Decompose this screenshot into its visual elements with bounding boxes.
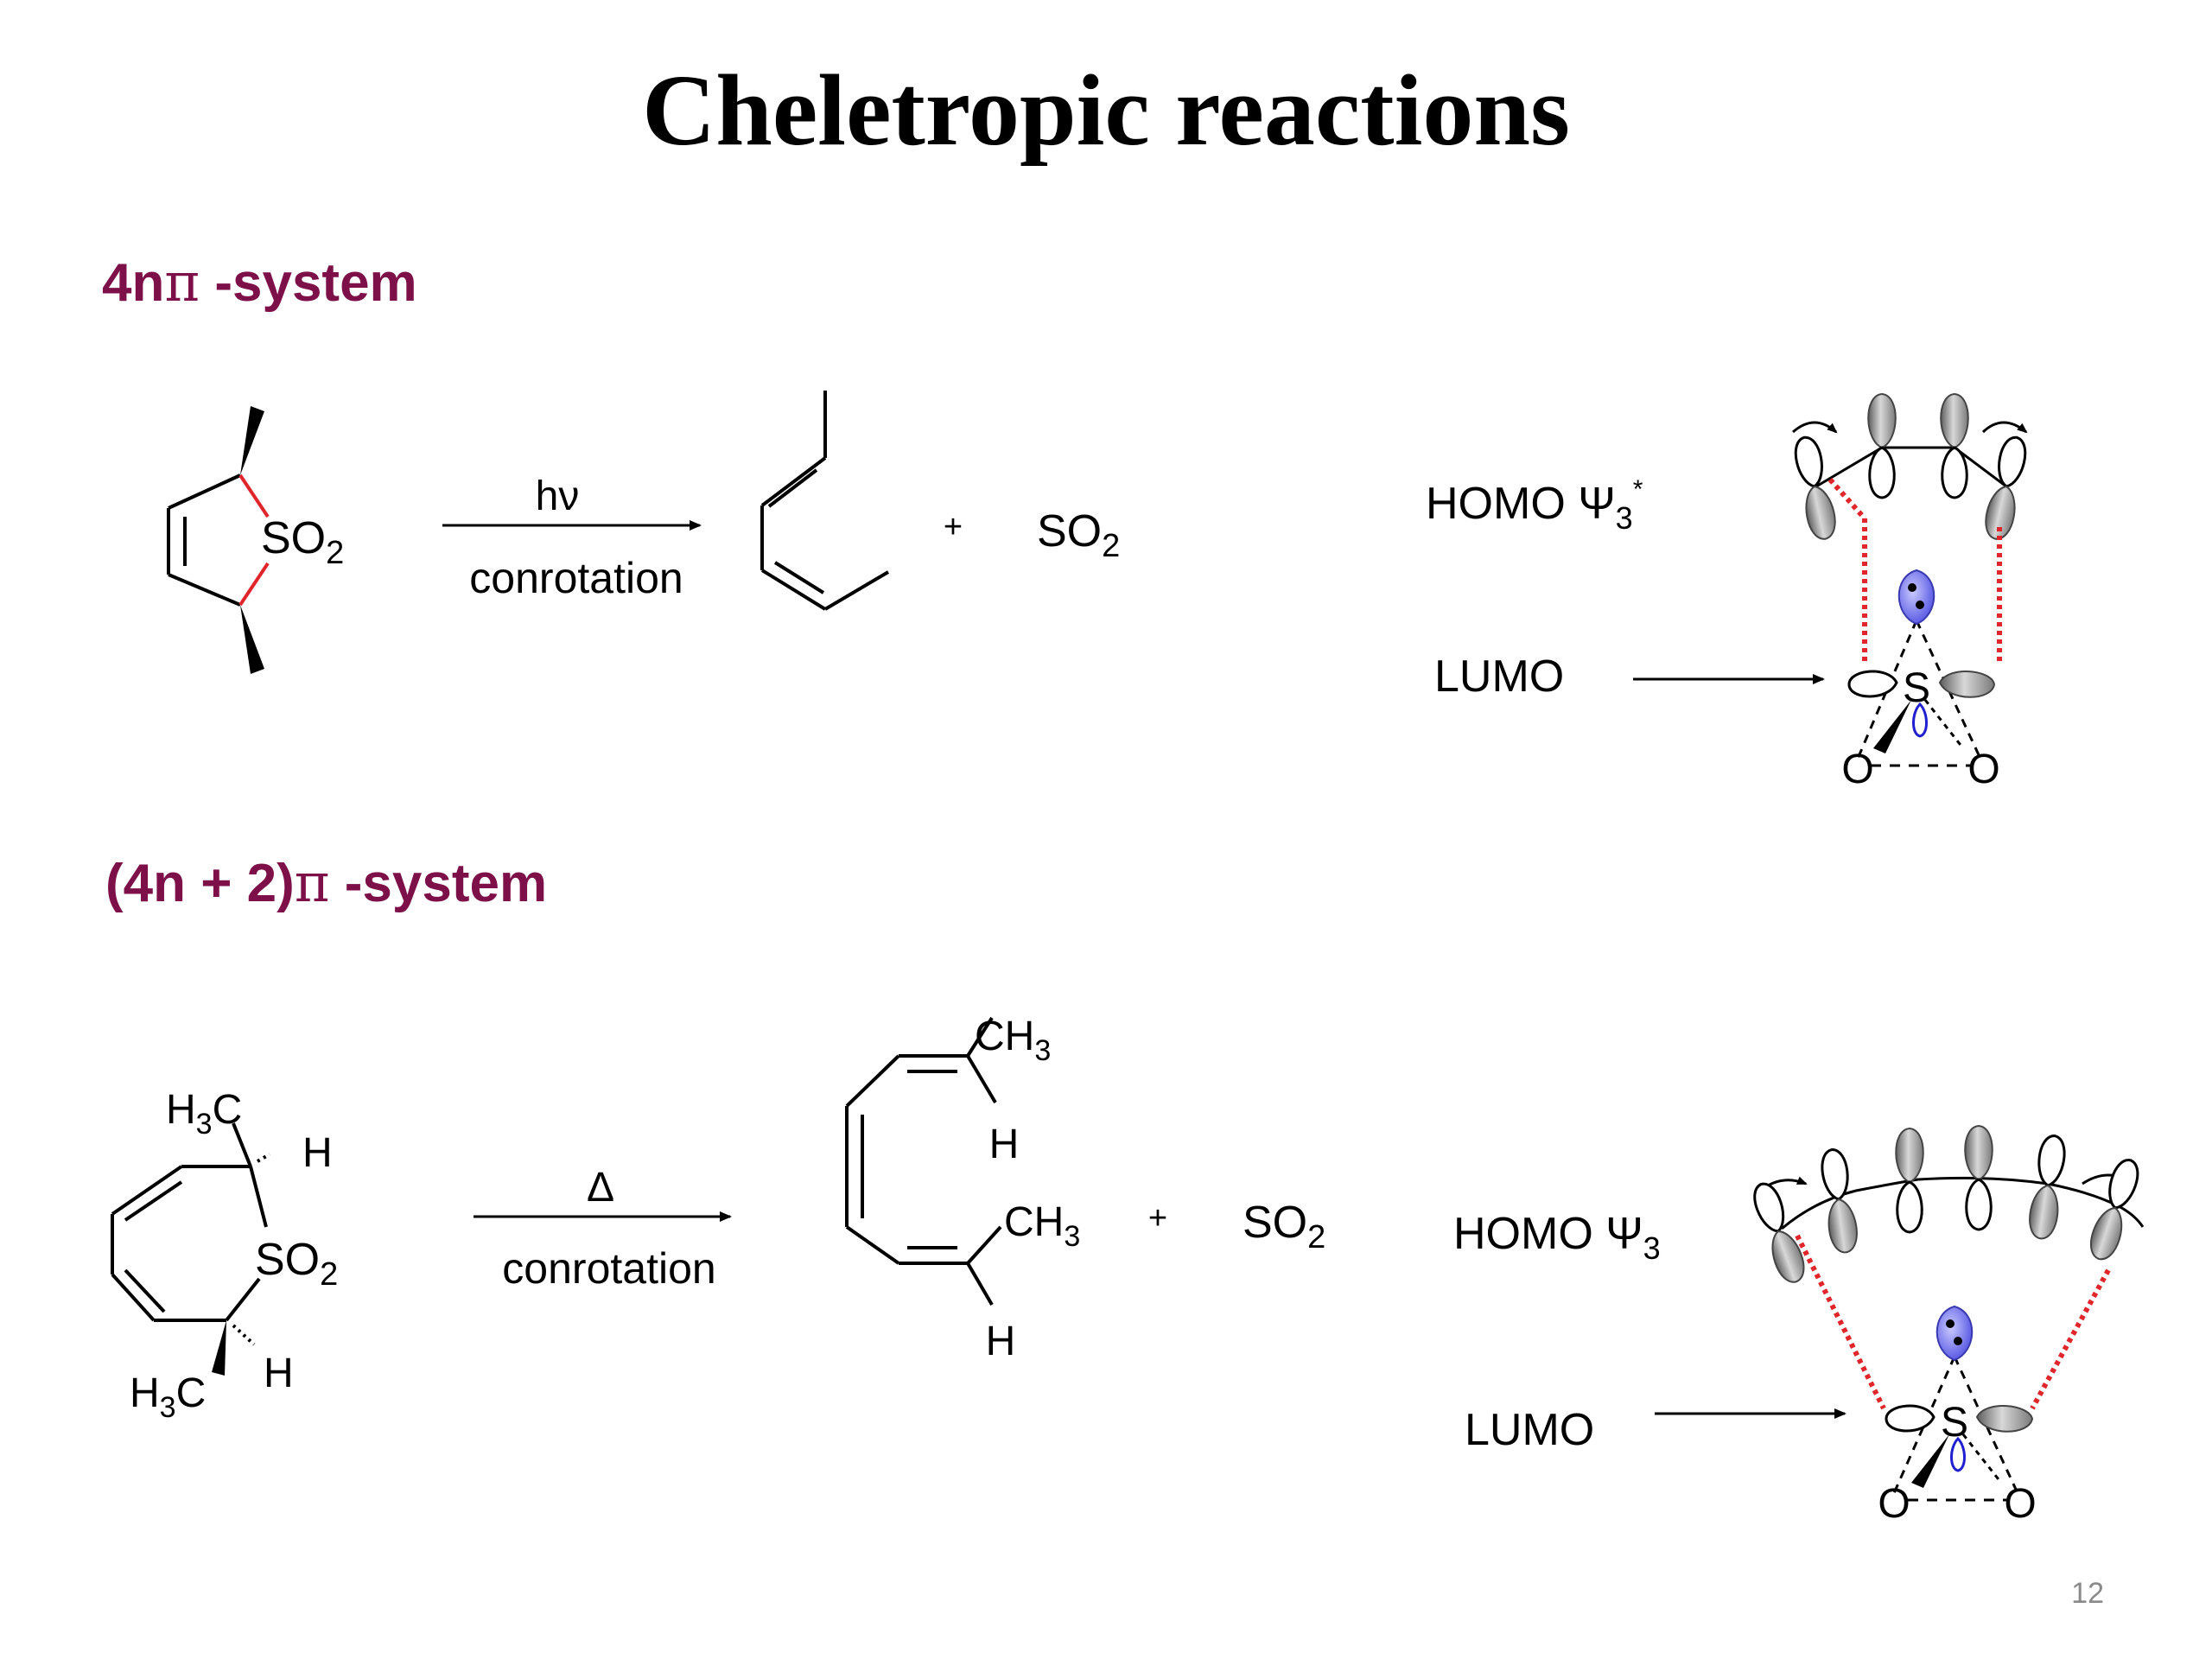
o-atom-2b: O bbox=[2004, 1481, 2036, 1527]
arrow2-mode: conrotation bbox=[502, 1244, 715, 1293]
arrow1-mode: conrotation bbox=[469, 554, 683, 602]
methyl-bottom-label: H3C bbox=[130, 1370, 206, 1424]
heading-4n-suffix: -system bbox=[200, 253, 417, 313]
reactant-thiepine bbox=[111, 1122, 270, 1376]
s-atom-1: S bbox=[1903, 665, 1930, 711]
reactant-sulfolene bbox=[167, 406, 270, 674]
heading-4n-pi: π bbox=[164, 251, 200, 314]
orbital-diagram-2: S O O bbox=[1748, 1125, 2145, 1527]
slide-title: Cheletropic reactions bbox=[642, 54, 1570, 167]
plus-sign-2: + bbox=[1148, 1200, 1167, 1236]
page-number: 12 bbox=[2071, 1577, 2104, 1610]
prod-ch3-mid: CH3 bbox=[1004, 1199, 1080, 1253]
plus-sign-1: + bbox=[944, 509, 963, 545]
heading-4n-prefix: 4n bbox=[102, 253, 165, 313]
reactant-so2-label: SO2 bbox=[261, 513, 344, 571]
section-heading-4n: 4nπ -system bbox=[102, 251, 417, 314]
s-atom-2: S bbox=[1941, 1400, 1968, 1446]
o-atom-2a: O bbox=[1878, 1481, 1910, 1527]
product-so2-2: SO2 bbox=[1243, 1198, 1325, 1255]
prod-ch3-top: CH3 bbox=[975, 1014, 1051, 1067]
o-atom-1a: O bbox=[1841, 747, 1873, 792]
heading-4n2-suffix: -system bbox=[329, 854, 548, 913]
o-atom-1b: O bbox=[1967, 747, 1999, 792]
product-octatriene bbox=[845, 1016, 1002, 1306]
arrow2-condition: Δ bbox=[587, 1165, 614, 1211]
h-bottom-label: H bbox=[264, 1351, 294, 1396]
homo-label-2: HOMO Ψ3 bbox=[1453, 1209, 1661, 1266]
heading-4n2-prefix: (4n + 2) bbox=[105, 854, 295, 913]
heading-4n2-pi: π bbox=[294, 851, 330, 914]
prod-h-bottom: H bbox=[986, 1319, 1016, 1364]
methyl-top-label: H3C bbox=[166, 1087, 242, 1141]
section-heading-4n2: (4n + 2)π -system bbox=[105, 851, 547, 914]
lumo-label-1: LUMO bbox=[1434, 652, 1564, 702]
product-so2-1: SO2 bbox=[1037, 506, 1120, 564]
prod-h-top: H bbox=[989, 1122, 1020, 1167]
arrow1-condition: hν bbox=[536, 474, 580, 519]
h-top-label: H bbox=[302, 1130, 333, 1176]
orbital-diagram-1: S O O bbox=[1790, 393, 2031, 792]
product-hexadiene bbox=[760, 391, 890, 611]
lumo-label-2: LUMO bbox=[1465, 1405, 1594, 1455]
homo-label-1: HOMO Ψ3* bbox=[1426, 475, 1643, 536]
reactant2-so2-label: SO2 bbox=[255, 1235, 338, 1293]
